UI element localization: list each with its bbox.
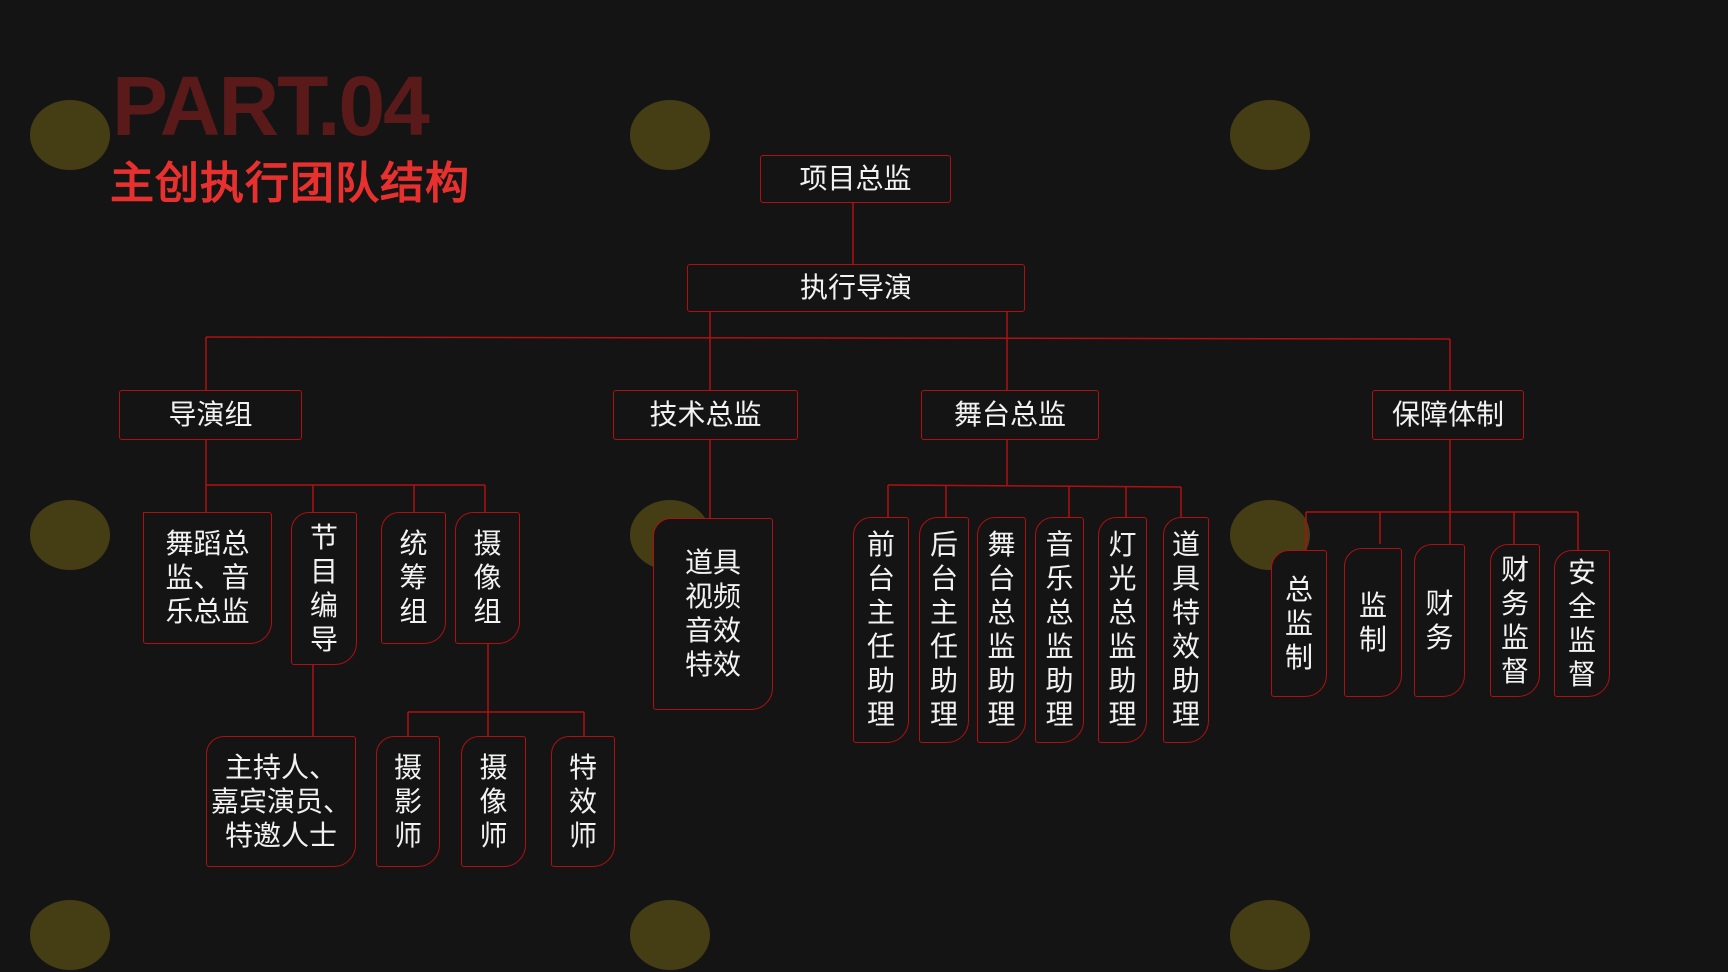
part-label: PART.04 [112,59,430,153]
node-member: 监 制 [1344,548,1402,697]
node-member: 道 具 特 效 助 理 [1163,517,1209,743]
node-group: 技术总监 [613,390,798,440]
connector [887,484,1182,488]
node-group: 舞台总监 [921,390,1099,440]
watermark-mascot [30,100,110,170]
node-member: 灯 光 总 监 助 理 [1098,517,1147,743]
node-member: 摄 像 师 [461,736,526,867]
node-member: 安 全 监 督 [1554,550,1610,697]
node-member: 财 务 监 督 [1490,544,1540,697]
node-member: 特 效 师 [551,736,615,867]
node-root: 项目总监 [760,155,951,203]
node-member: 摄 影 师 [376,736,440,867]
node-member: 节 目 编 导 [291,512,357,665]
node-member: 摄 像 组 [455,512,520,644]
node-member: 舞 台 总 监 助 理 [977,517,1026,743]
node-group: 保障体制 [1372,390,1524,440]
node-member: 音 乐 总 监 助 理 [1035,517,1084,743]
node-group: 导演组 [119,390,302,440]
node-member: 主持人、 嘉宾演员、 特邀人士 [206,736,356,867]
node-member: 舞蹈总 监、音 乐总监 [143,512,272,644]
watermark-mascot [30,900,110,970]
node-member: 总 监 制 [1271,550,1327,697]
node-member: 财 务 [1414,544,1465,697]
node-director: 执行导演 [687,264,1025,312]
node-member: 后 台 主 任 助 理 [919,517,969,743]
node-member: 道具 视频 音效 特效 [653,518,773,710]
connector [205,336,1451,340]
watermark-mascot [30,500,110,570]
watermark-mascot [630,100,710,170]
node-member: 前 台 主 任 助 理 [853,517,909,743]
watermark-mascot [630,900,710,970]
watermark-mascot [1230,100,1310,170]
watermark-mascot [1230,900,1310,970]
page-title: 主创执行团队结构 [110,158,470,209]
node-member: 统 筹 组 [381,512,446,644]
